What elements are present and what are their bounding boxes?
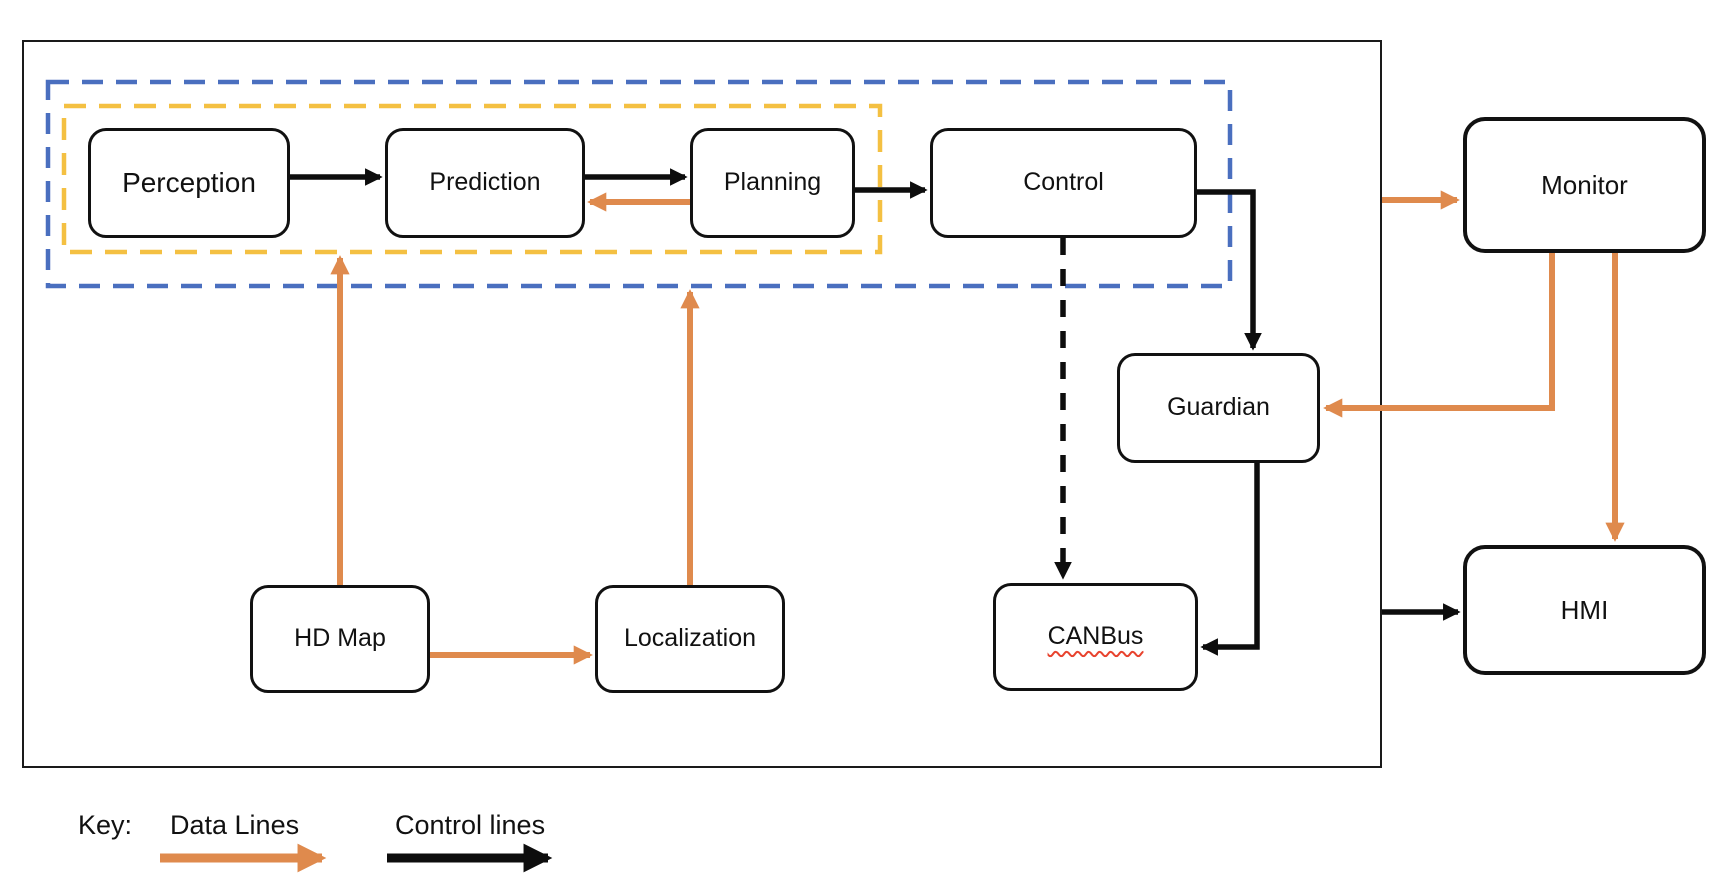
node-perception-label: Perception <box>122 166 256 198</box>
node-control-label: Control <box>1023 168 1104 197</box>
node-planning-label: Planning <box>723 168 822 197</box>
node-guardian: Guardian <box>1117 353 1320 463</box>
node-localization-label: Localization <box>623 624 757 653</box>
node-guardian-label: Guardian <box>1167 393 1270 422</box>
key-data-lines-label: Data Lines <box>170 810 300 840</box>
node-hdmap: HD Map <box>250 585 430 693</box>
key-control-lines-label: Control lines <box>395 810 546 840</box>
node-control: Control <box>930 128 1197 238</box>
node-localization: Localization <box>595 585 785 693</box>
node-planning: Planning <box>690 128 855 238</box>
node-prediction: Prediction <box>385 128 585 238</box>
key-title: Key: <box>78 810 133 840</box>
node-canbus: CANBus <box>993 583 1198 691</box>
node-canbus-label: CANBus <box>1047 622 1144 651</box>
node-hmi-label: HMI <box>1560 594 1609 625</box>
node-hmi: HMI <box>1463 545 1706 675</box>
node-perception: Perception <box>88 128 290 238</box>
node-monitor: Monitor <box>1463 117 1706 253</box>
node-prediction-label: Prediction <box>429 168 541 197</box>
node-hdmap-label: HD Map <box>294 624 386 653</box>
node-monitor-label: Monitor <box>1541 169 1628 200</box>
